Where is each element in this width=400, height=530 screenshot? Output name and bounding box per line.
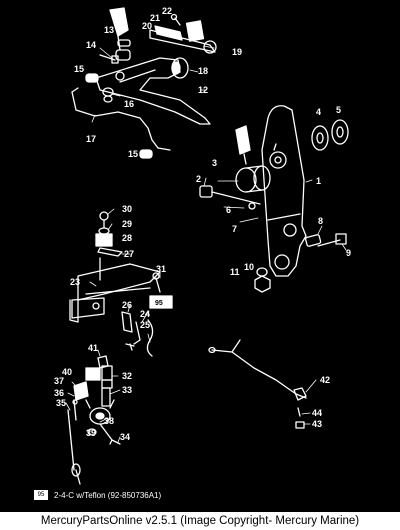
- callout-2: 2: [196, 174, 201, 184]
- part-28-block: [95, 233, 113, 247]
- part-15-rod-end: [85, 73, 153, 159]
- callout-25: 25: [140, 320, 150, 330]
- callout-6: 6: [226, 205, 231, 215]
- part-95-link: [149, 295, 173, 309]
- part-32-post: [101, 365, 113, 389]
- part-10-washer: [256, 267, 268, 277]
- callout-27: 27: [124, 249, 134, 259]
- callout-10: 10: [244, 262, 254, 272]
- part-11-nut: [254, 275, 271, 293]
- callout-16: 16: [124, 99, 134, 109]
- part-17-shift-rod: [71, 87, 171, 151]
- callout-9: 9: [346, 248, 351, 258]
- part-35-cable: [67, 409, 81, 485]
- part-95-badge-text: 95: [155, 300, 163, 307]
- part-22-screw: [170, 13, 181, 26]
- callout-4: 4: [316, 107, 321, 117]
- part-13-bracket: [109, 7, 131, 61]
- leader-lines: [65, 27, 347, 443]
- part-5-washer: [331, 119, 349, 145]
- part-3-connector: [235, 125, 251, 165]
- part-44-screw: [297, 407, 301, 417]
- callout-33: 33: [122, 385, 132, 395]
- part-42-cable: [208, 339, 307, 401]
- callout-8: 8: [318, 216, 323, 226]
- part-40-block: [85, 367, 101, 381]
- callout-26: 26: [122, 300, 132, 310]
- callout-35: 35: [56, 398, 66, 408]
- part-29-spacer: [98, 227, 110, 235]
- callout-42: 42: [320, 375, 330, 385]
- part-37-lever: [73, 381, 89, 401]
- callout-13: 13: [104, 25, 114, 35]
- callout-24: 24: [140, 309, 150, 319]
- part-4-washer: [311, 125, 329, 151]
- callout-labels: 1 2 3 4 5 6 7 8 9 10 11 12 13 14 15 15 1…: [54, 6, 351, 442]
- callout-23: 23: [70, 277, 80, 287]
- part-33-rod: [101, 387, 111, 407]
- callout-20: 20: [142, 21, 152, 31]
- part-31-screw: [152, 272, 161, 293]
- callout-7: 7: [232, 224, 237, 234]
- part-38-pivot: [85, 399, 115, 425]
- callout-43: 43: [312, 419, 322, 429]
- callout-21: 21: [150, 13, 160, 23]
- part-27-clip: [97, 247, 123, 257]
- part-24-pin: [125, 343, 135, 351]
- part-43-nut: [295, 421, 305, 429]
- callout-22: 22: [162, 6, 172, 16]
- callout-3: 3: [212, 158, 217, 168]
- part-14-screw: [99, 54, 119, 64]
- part-34-cable-arm: [99, 423, 121, 445]
- part-36-pin: [72, 399, 78, 421]
- part-30-screw: [99, 211, 109, 229]
- callout-44: 44: [312, 408, 322, 418]
- callout-19: 19: [232, 47, 242, 57]
- part-39-washer: [87, 428, 97, 436]
- callout-15-bottom: 15: [128, 149, 138, 159]
- part-25-spring: [146, 319, 154, 357]
- callout-18: 18: [198, 66, 208, 76]
- callout-36: 36: [54, 388, 64, 398]
- callout-28: 28: [122, 233, 132, 243]
- part-19-link: [149, 20, 217, 54]
- callout-12: 12: [198, 85, 208, 95]
- copyright-status-bar: MercuryPartsOnline v2.5.1 (Image Copyrig…: [0, 512, 400, 530]
- part-3-bushing: [235, 165, 271, 193]
- part-24-clip: [133, 321, 141, 345]
- callout-5: 5: [336, 105, 341, 115]
- callout-11: 11: [230, 267, 240, 277]
- callout-14: 14: [86, 40, 96, 50]
- callout-17: 17: [86, 134, 96, 144]
- callout-1: 1: [316, 176, 321, 186]
- lubricant-note: 2-4-C w/Teflon (92-850736A1): [54, 491, 162, 500]
- exploded-parts-diagram: 1 2 3 4 5 6 7 8 9 10 11 12 13 14 15 15 1…: [54, 6, 351, 485]
- part-16-washer: [102, 87, 114, 103]
- callout-37: 37: [54, 376, 64, 386]
- callout-29: 29: [122, 219, 132, 229]
- callout-30: 30: [122, 204, 132, 214]
- callout-31: 31: [156, 264, 166, 274]
- callout-41: 41: [88, 343, 98, 353]
- part-23-bracket: [69, 257, 161, 323]
- part-8-stud: [305, 233, 347, 247]
- note-badge: 95: [34, 490, 48, 500]
- part-1-throttle-plate: [261, 105, 307, 277]
- part-2-bolt: [199, 185, 261, 210]
- callout-34: 34: [120, 432, 130, 442]
- callout-40: 40: [62, 367, 72, 377]
- part-26-clip: [121, 311, 133, 333]
- callout-15-top: 15: [74, 64, 84, 74]
- callout-39: 39: [86, 428, 96, 438]
- callout-32: 32: [122, 371, 132, 381]
- callout-38: 38: [104, 416, 114, 426]
- part-12-shift-lever: [95, 57, 211, 125]
